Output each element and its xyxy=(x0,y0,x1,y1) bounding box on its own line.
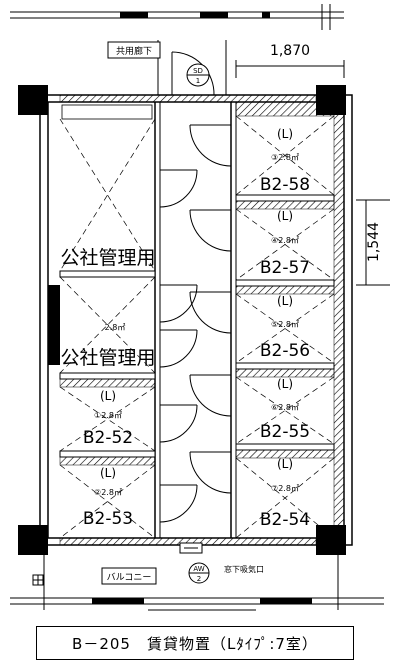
width-dimension: 1,870 xyxy=(235,43,345,78)
right-room-name: B2-56 xyxy=(260,341,310,361)
right-room-l-mark: (L) xyxy=(277,127,293,141)
right-room-name: B2-54 xyxy=(260,510,310,530)
top-exterior-wall xyxy=(10,4,344,30)
right-room-name: B2-55 xyxy=(260,422,310,442)
left-room-l-mark: (L) xyxy=(100,466,116,480)
left-room-area: ②2.8㎡ xyxy=(94,488,122,497)
window-vent-label: 窓下吸気口 xyxy=(224,564,264,574)
balcony-label: バルコニー xyxy=(107,572,152,583)
right-room-l-mark: (L) xyxy=(277,294,293,308)
left-room-l-mark: (L) xyxy=(100,389,116,403)
right-room-area: ⑦2.8㎡ xyxy=(271,484,299,493)
left-room-dividers xyxy=(59,104,156,458)
right-room-l-mark: (L) xyxy=(277,377,293,391)
entrance: 共用廊下 SD 1 xyxy=(107,40,227,96)
left-room-crosses xyxy=(59,118,156,539)
aw-label-bottom: 2 xyxy=(197,575,201,583)
left-room-name: 公社管理用 xyxy=(60,247,155,269)
balcony: バルコニー xyxy=(10,555,384,611)
corridor-label: 共用廊下 xyxy=(116,45,152,57)
width-dimension-label: 1,870 xyxy=(270,43,310,59)
drawing-caption: B－205 賃貸物置（Lﾀｲﾌﾟ:7室） xyxy=(36,626,354,660)
doors xyxy=(159,124,232,523)
left-room-labels: 公社管理用 2.8㎡ 公社管理用 (L) ①2.8㎡ B2-52 (L) ②2.… xyxy=(60,247,155,529)
right-room-area: ⑤2.8㎡ xyxy=(271,320,299,329)
left-room-name: 公社管理用 xyxy=(60,347,155,369)
balcony-window: AW 2 窓下吸気口 xyxy=(179,542,264,584)
right-room-area: ③2.8㎡ xyxy=(271,153,299,162)
depth-dimension: 1,544 xyxy=(356,199,390,286)
right-room-dividers xyxy=(59,101,345,539)
right-room-crosses xyxy=(235,115,335,539)
left-room-area: 2.8㎡ xyxy=(105,323,126,332)
depth-dimension-label: 1,544 xyxy=(366,222,382,262)
left-room-name: B2-53 xyxy=(83,509,133,529)
left-room-name: B2-52 xyxy=(83,428,133,448)
right-room-l-mark: (L) xyxy=(277,457,293,471)
right-room-l-mark: (L) xyxy=(277,209,293,223)
left-room-area: ①2.8㎡ xyxy=(94,411,122,420)
right-room-area: ⑥2.8㎡ xyxy=(271,403,299,412)
sd-label-bottom: 1 xyxy=(196,77,200,85)
right-room-name: B2-57 xyxy=(260,258,310,278)
right-room-name: B2-58 xyxy=(260,175,310,195)
sd-label-top: SD xyxy=(193,67,203,75)
aw-label-top: AW xyxy=(193,565,204,573)
right-room-area: ④2.8㎡ xyxy=(271,236,299,245)
right-room-labels: (L) ③2.8㎡ B2-58 (L) ④2.8㎡ B2-57 (L) ⑤2.8… xyxy=(260,127,310,530)
